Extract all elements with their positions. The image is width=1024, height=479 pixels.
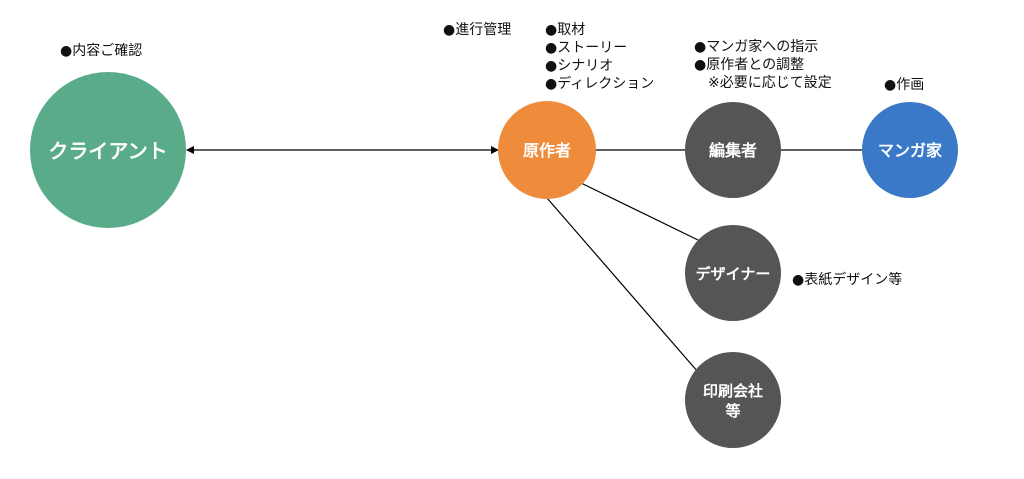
printer-label-line2: 等 [725,402,740,420]
designer-notes: ●表紙デザイン等 [792,271,902,289]
author-task-item: ●ディレクション [545,76,655,92]
client-label: クライアント [48,139,167,163]
designer-label: デザイナー [696,265,771,283]
printer-node: 印刷会社 等 [685,352,781,448]
author-task-item: ●ストーリー [545,40,628,56]
artist-label: マンガ家 [878,141,943,160]
editor-node: 編集者 [685,102,781,198]
author-printer-line [546,197,699,373]
printer-label-line1: 印刷会社 [703,382,763,400]
editor-note-remark: ※必要に応じて設定 [708,75,832,91]
author-label: 原作者 [523,141,571,160]
author-task-item: ●取材 [545,22,586,38]
client-note-item: ●内容ご確認 [60,43,143,59]
designer-note-item: ●表紙デザイン等 [792,272,903,288]
author-task-notes: ●取材 ●ストーリー ●シナリオ ●ディレクション [545,21,654,93]
artist-node: マンガ家 [862,102,958,198]
editor-label: 編集者 [709,141,757,160]
client-notes: ●内容ご確認 [60,42,142,60]
artist-notes: ●作画 [884,76,924,94]
artist-note-item: ●作画 [884,77,925,93]
editor-note-item: ●マンガ家への指示 [694,39,819,55]
author-designer-line [580,182,699,241]
author-node: 原作者 [498,101,596,199]
author-progress-notes: ●進行管理 [443,21,511,39]
editor-note-item: ●原作者との調整 [694,57,805,73]
client-node: クライアント [30,72,186,228]
author-task-item: ●シナリオ [545,58,614,74]
author-progress-item: ●進行管理 [443,22,512,38]
designer-node: デザイナー [685,225,781,321]
editor-notes: ●マンガ家への指示 ●原作者との調整 ※必要に応じて設定 [694,38,832,92]
